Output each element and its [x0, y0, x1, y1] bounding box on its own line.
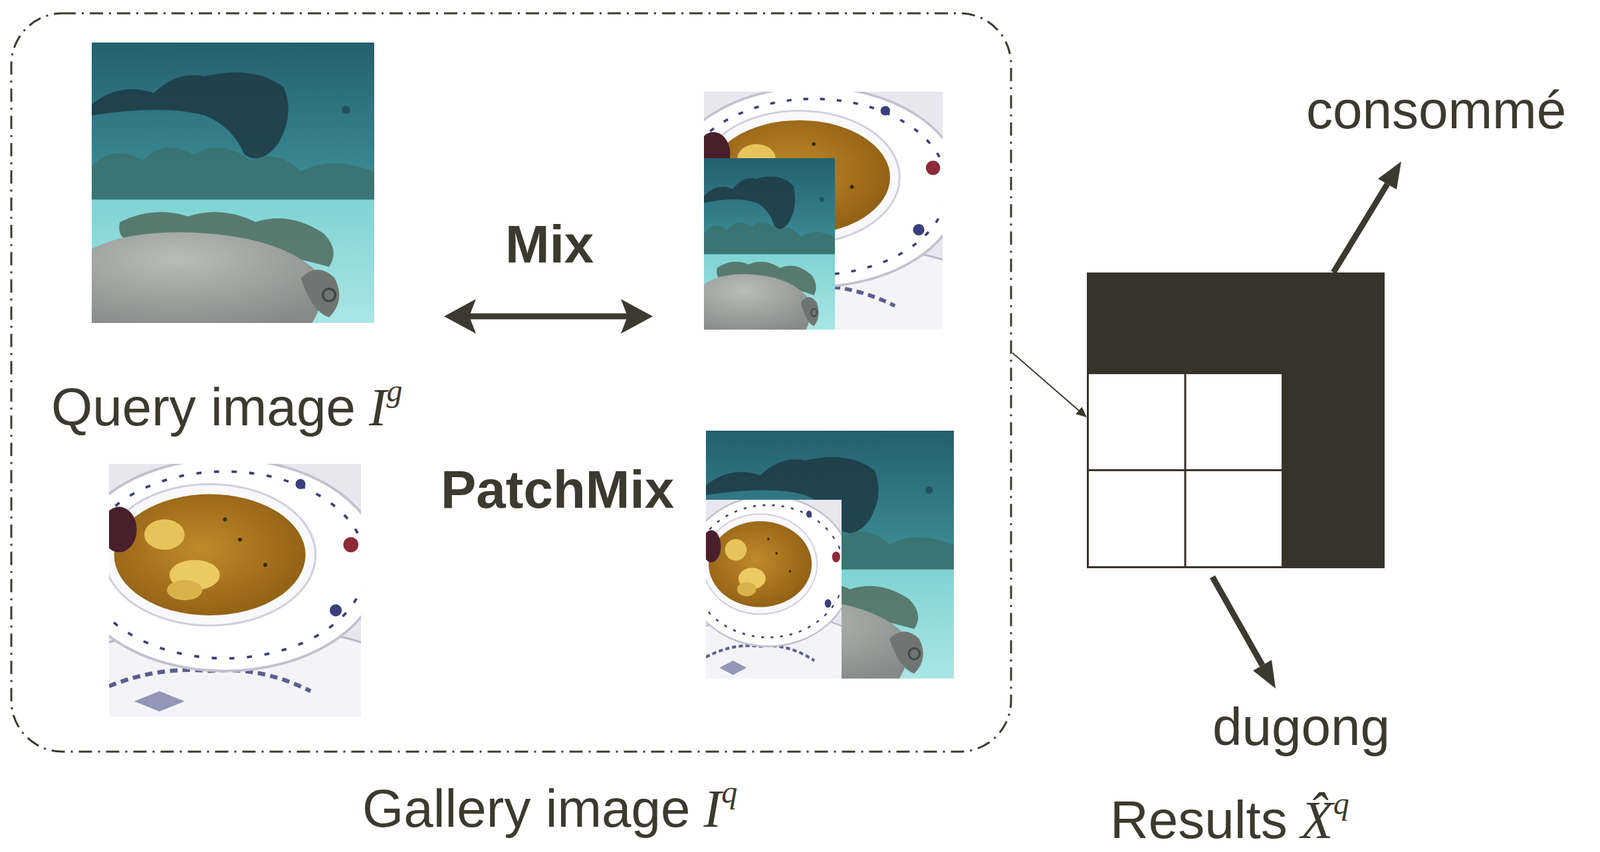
results-grid: ResultsX̂q — [1086, 272, 1385, 569]
arrow-head — [444, 299, 476, 334]
math-symbol: I — [368, 378, 387, 437]
soup-photo — [656, 87, 991, 349]
arrow-shaft — [1212, 576, 1263, 666]
heading-text: Query image — [51, 377, 356, 437]
double-arrow — [444, 299, 653, 334]
query-image-frame: Query imageIg — [91, 42, 375, 324]
soup-photo — [58, 458, 412, 737]
math-superscript: q — [1333, 785, 1350, 821]
math-symbol: X̂ — [1300, 791, 1334, 850]
arrow-head — [1075, 406, 1087, 418]
arrow-head — [620, 299, 653, 334]
class-label: dugong — [1212, 697, 1390, 757]
arrow-head — [1253, 660, 1276, 689]
node-heading: Query imageIg — [51, 373, 403, 437]
query-image — [80, 42, 375, 324]
arrow-shaft — [1333, 184, 1388, 273]
math-superscript: q — [721, 774, 738, 810]
node-heading: ResultsX̂q — [1110, 786, 1350, 850]
soup-patch — [678, 496, 869, 694]
dash-dot-border — [11, 13, 1012, 752]
arrow-head — [1377, 161, 1402, 190]
math-symbol: I — [703, 779, 722, 839]
heading-text: Results — [1110, 790, 1288, 850]
heading-text: Gallery image — [362, 779, 691, 839]
mix-image — [656, 87, 991, 349]
node-heading: Gallery imageIq — [362, 775, 738, 839]
output-arrow — [1212, 576, 1276, 689]
sea-photo — [80, 42, 375, 324]
arrow-shaft — [465, 313, 632, 320]
gallery-region: Gallery imageIqQuery imageIg — [9, 11, 1013, 754]
operation-label: Mix — [505, 215, 594, 274]
connector — [1012, 352, 1087, 418]
output-arrow — [1333, 161, 1402, 273]
class-label: consommé — [1306, 81, 1567, 140]
result-block — [1086, 272, 1385, 569]
gallery-image — [58, 458, 412, 737]
connector-line — [1012, 352, 1081, 413]
grid-line — [1086, 469, 1284, 472]
operation-label: PatchMix — [440, 460, 675, 520]
sea-patch — [698, 158, 835, 330]
patchmix-image — [678, 430, 954, 694]
node-outline — [1086, 272, 1385, 569]
math-superscript: g — [386, 372, 403, 409]
